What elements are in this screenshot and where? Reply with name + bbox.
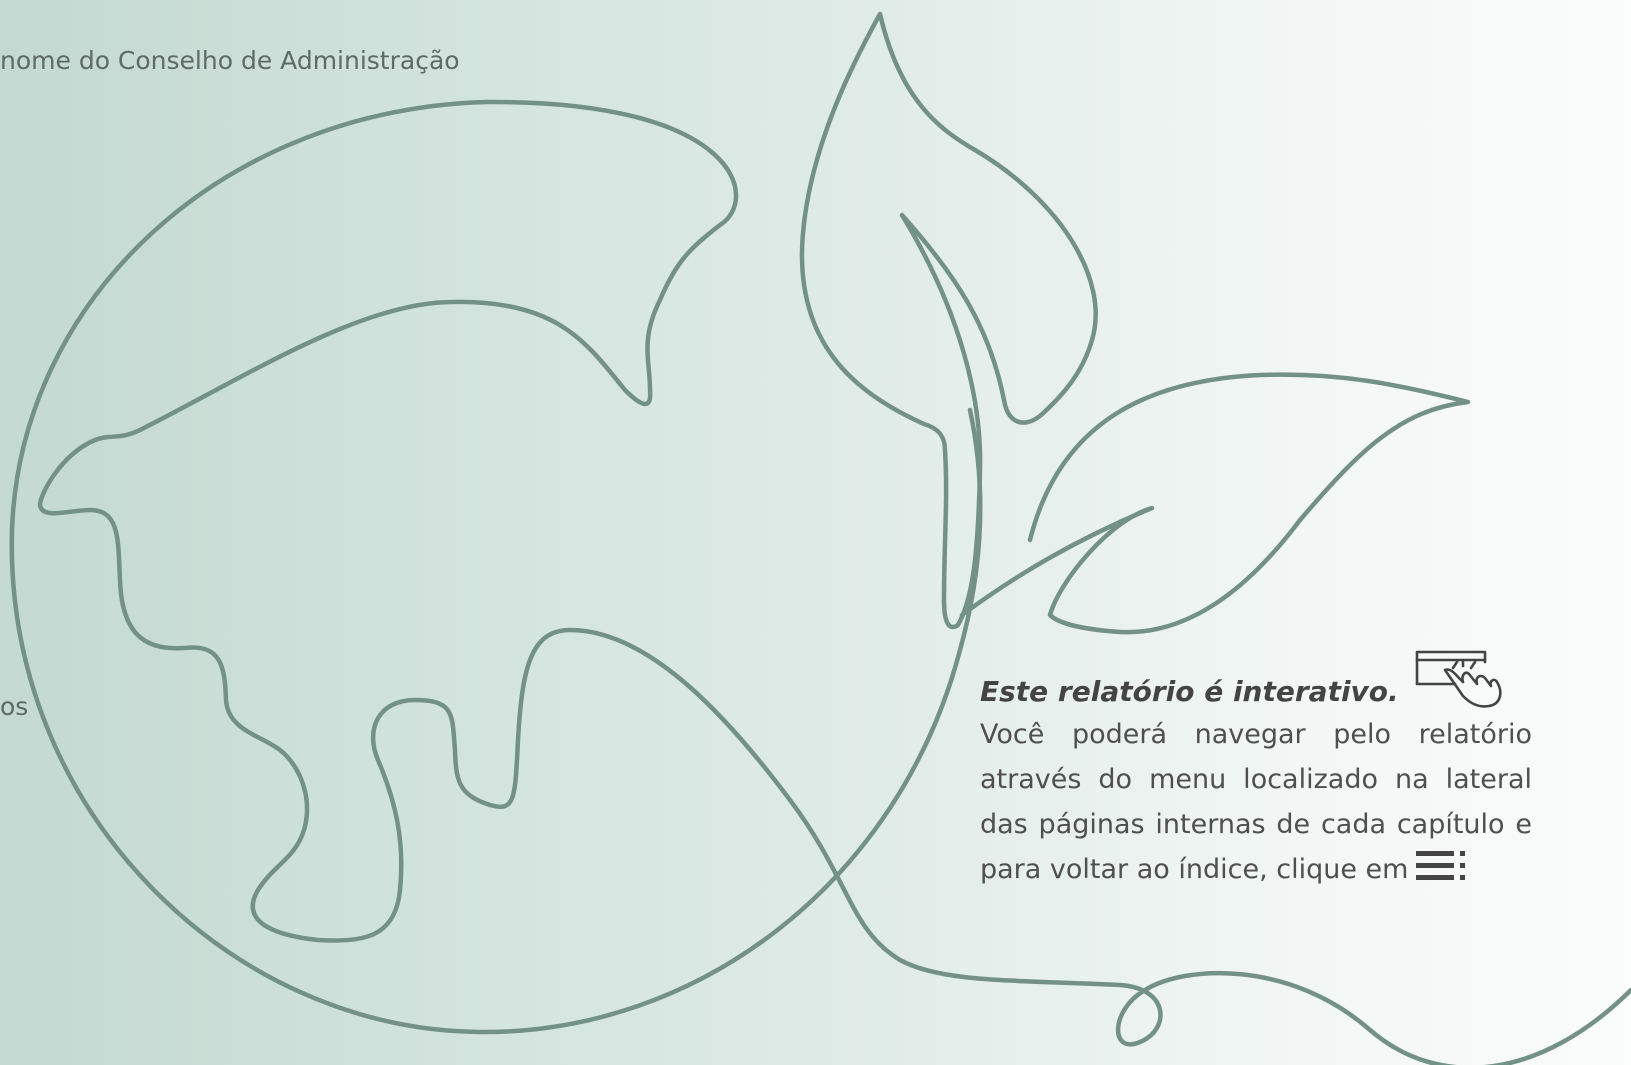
small-leaf <box>959 372 1471 635</box>
notice-title: Este relatório é interativo. <box>980 675 1399 708</box>
big-leaf <box>799 11 1098 630</box>
globe-circle <box>9 99 983 1035</box>
notice-body: Você poderá navegar pelo relatório atrav… <box>980 712 1532 892</box>
side-text-fragment: os <box>0 692 29 721</box>
top-text-fragment: nome do Conselho de Administração <box>0 46 460 75</box>
touch-hand-icon <box>1411 648 1503 708</box>
notice-title-row: Este relatório é interativo. <box>980 648 1532 708</box>
interactive-notice: Este relatório é interativo. Você poderá… <box>980 648 1532 892</box>
menu-list-icon[interactable] <box>1416 850 1470 882</box>
globe-outline <box>37 99 1631 1065</box>
notice-body-text: Você poderá navegar pelo relatório atrav… <box>980 719 1532 885</box>
